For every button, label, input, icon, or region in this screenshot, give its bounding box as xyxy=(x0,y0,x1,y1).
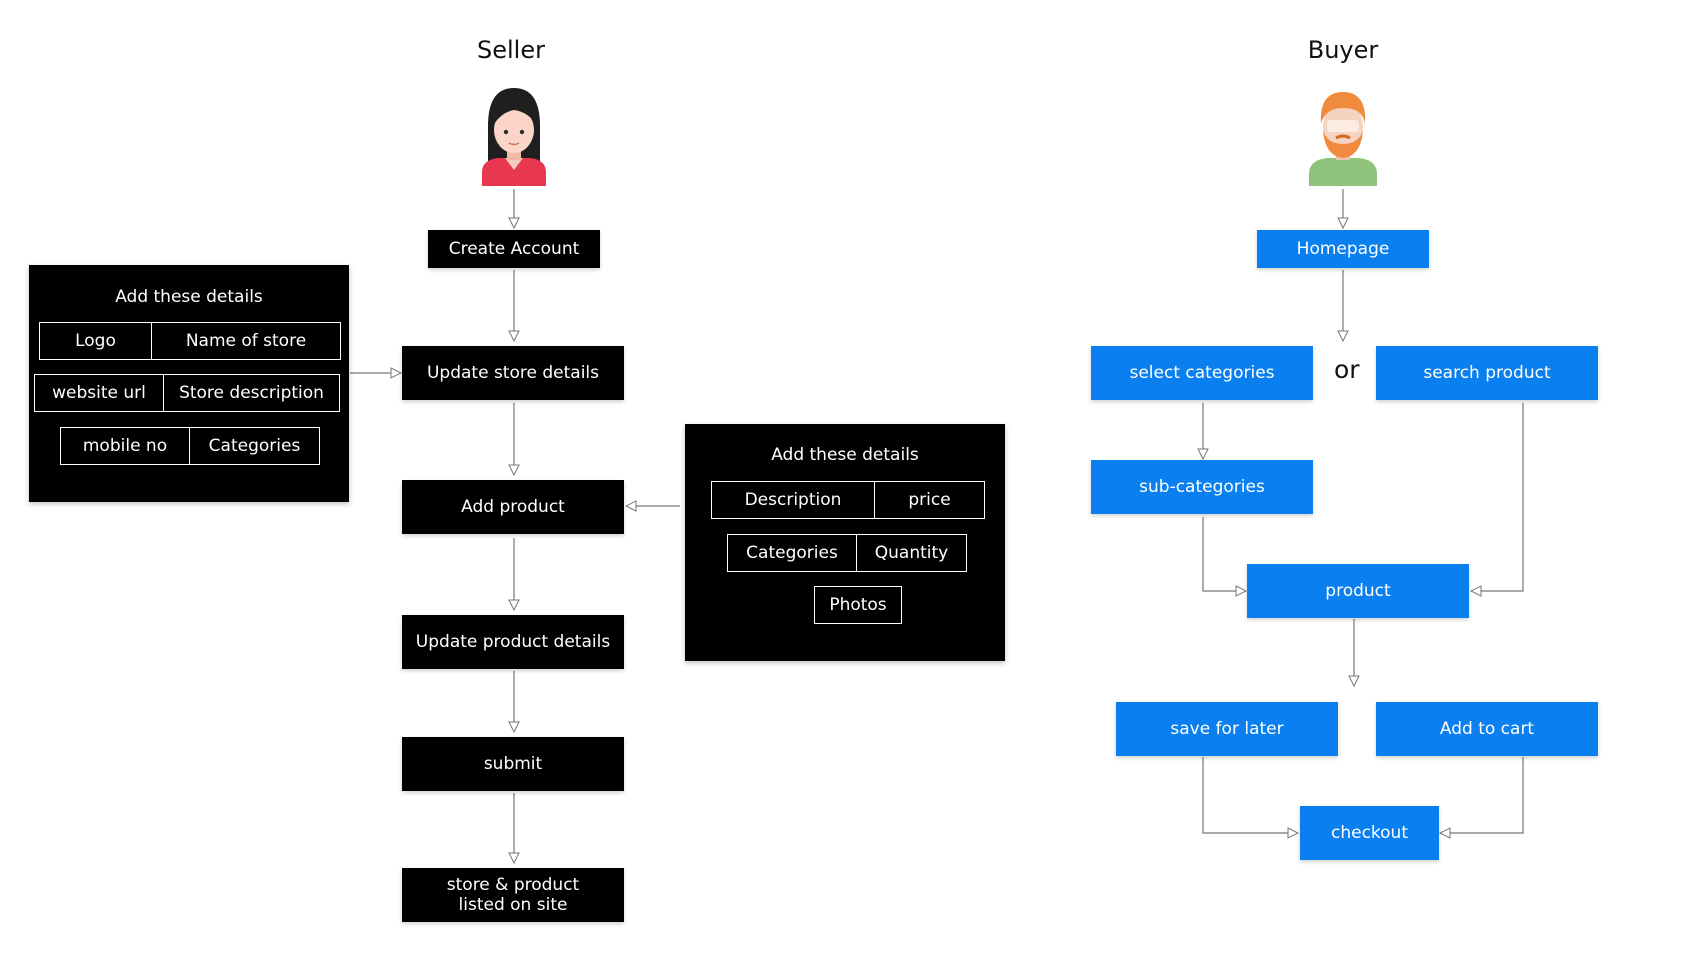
submit-node: submit xyxy=(402,737,624,791)
store-details-panel: Add these details Logo Name of store web… xyxy=(29,265,349,502)
product-field-quantity: Quantity xyxy=(856,535,966,571)
product-field-categories: Categories xyxy=(746,543,838,563)
checkout-node: checkout xyxy=(1300,806,1439,860)
store-field-categories: Categories xyxy=(189,428,319,464)
connector-search-product xyxy=(1471,403,1524,591)
add-to-cart-label: Add to cart xyxy=(1439,719,1535,739)
add-product-node: Add product xyxy=(402,480,624,534)
homepage-node: Homepage xyxy=(1257,230,1429,268)
save-for-later-node: save for later xyxy=(1116,702,1338,756)
connector-sub-product xyxy=(1202,517,1246,591)
product-field-photos: Photos xyxy=(829,595,887,615)
store-product-listed-node: store & product listed on site xyxy=(402,868,624,922)
product-panel-title: Add these details xyxy=(771,445,919,465)
product-label: product xyxy=(1325,581,1391,601)
product-node: product xyxy=(1247,564,1469,618)
store-field-description: Store description xyxy=(163,375,339,411)
product-details-panel: Add these details Description price Cate… xyxy=(685,424,1005,661)
product-panel-row: Photos xyxy=(814,586,902,624)
store-panel-row: Logo Name of store xyxy=(39,322,341,360)
store-product-listed-label: store & product listed on site xyxy=(446,875,580,915)
store-field-website: website url xyxy=(52,383,146,403)
add-to-cart-node: Add to cart xyxy=(1376,702,1598,756)
search-product-node: search product xyxy=(1376,346,1598,400)
search-product-label: search product xyxy=(1423,363,1551,383)
submit-label: submit xyxy=(483,754,543,774)
product-field-description: Description xyxy=(744,490,842,510)
create-account-label: Create Account xyxy=(448,239,580,259)
product-panel-row: Categories Quantity xyxy=(727,534,967,572)
store-field-name: Name of store xyxy=(151,323,340,359)
seller-title: Seller xyxy=(477,36,545,64)
store-panel-row: mobile no Categories xyxy=(60,427,320,465)
store-field-logo: Logo xyxy=(75,331,116,351)
product-field-price: price xyxy=(874,482,984,518)
store-field-mobile: mobile no xyxy=(82,436,168,456)
store-panel-row: website url Store description xyxy=(34,374,340,412)
select-categories-node: select categories xyxy=(1091,346,1313,400)
update-product-details-node: Update product details xyxy=(402,615,624,669)
checkout-label: checkout xyxy=(1330,823,1408,843)
woman-avatar-icon xyxy=(482,88,546,186)
update-product-details-label: Update product details xyxy=(415,632,611,652)
add-product-label: Add product xyxy=(461,497,565,517)
create-account-node: Create Account xyxy=(428,230,600,268)
homepage-label: Homepage xyxy=(1296,239,1390,259)
update-store-details-label: Update store details xyxy=(426,363,599,383)
buyer-title: Buyer xyxy=(1307,36,1379,64)
bearded-man-avatar-icon xyxy=(1309,92,1377,186)
sub-categories-node: sub-categories xyxy=(1091,460,1313,514)
sub-categories-label: sub-categories xyxy=(1139,477,1265,497)
connector-save-checkout xyxy=(1202,757,1298,833)
select-categories-label: select categories xyxy=(1129,363,1275,383)
save-for-later-label: save for later xyxy=(1170,719,1284,739)
connector-cart-checkout xyxy=(1440,757,1524,833)
or-label: or xyxy=(1334,355,1360,384)
store-panel-title: Add these details xyxy=(115,287,263,307)
product-panel-row: Description price xyxy=(711,481,985,519)
update-store-details-node: Update store details xyxy=(402,346,624,400)
